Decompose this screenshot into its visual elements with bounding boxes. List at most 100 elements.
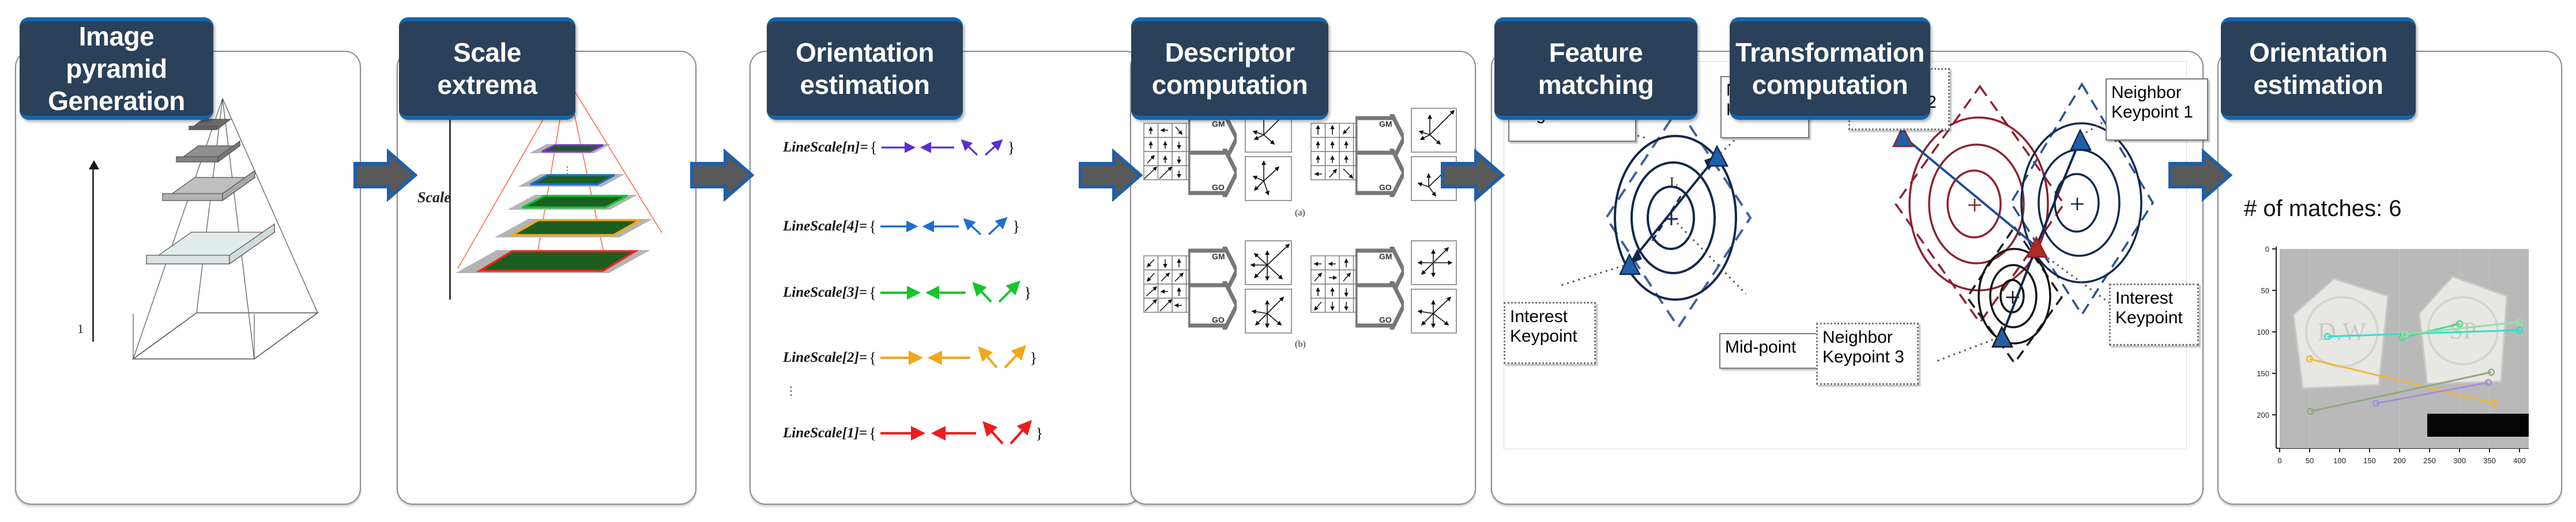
svg-text:200: 200 [2393,456,2406,465]
linescale-row-n: LineScale[n]= { } [783,136,1017,159]
flow-arrow-1 [353,149,417,202]
svg-text:L: L [1670,175,1678,190]
callout-line1: Interest [2115,289,2174,308]
linescale-label: LineScale[n]= [783,139,868,155]
match-count-label: # of matches: 6 [2244,196,2402,221]
stage-title-line1: Feature matching [1538,37,1654,100]
svg-text:GO: GO [1212,183,1225,192]
svg-text:GM: GM [1212,252,1225,261]
svg-text:⋮: ⋮ [563,165,573,176]
panel4-content: GM GO [1130,51,1476,505]
stage-title-line1: Scale extrema [437,37,537,100]
stage-header-orientation-estimation-1[interactable]: Orientation estimation [767,17,963,120]
scale-axis-label: Scale [417,189,451,206]
stage-header-feature-matching[interactable]: Feature matching [1494,17,1697,120]
svg-text:150: 150 [2363,456,2376,465]
callout-line2: Keypoint 1 [2111,102,2193,122]
stage-title-line2: computation [1151,70,1308,100]
linescale-glyphs-4 [880,217,1008,236]
stage-title-line1: Descriptor [1165,37,1295,67]
linescale-open-brace: { [869,217,877,235]
panel3-content: LineScale[n]= { } LineScale[4]= { [750,51,1142,505]
svg-text:200: 200 [2257,411,2269,419]
callout-mid-point: Mid-point [1719,333,1821,369]
callout-line1: Neighbor [2111,83,2182,102]
svg-text:400: 400 [2513,456,2526,465]
scale-axis [449,86,451,300]
linescale-label: LineScale[3]= [783,285,868,300]
svg-text:0: 0 [2277,456,2281,465]
callout-neighbor-keypoint-1: Neighbor Keypoint 1 [2106,78,2208,141]
flow-arrow-5 [2168,149,2232,202]
linescale-label: LineScale[2]= [783,350,868,365]
descriptor-illustration: GM GO [1143,108,1457,349]
svg-text:100: 100 [2257,328,2269,336]
linescale-glyphs-3 [880,281,1020,303]
stage-title-line2: computation [1752,70,1908,100]
stage-header-descriptor-computation[interactable]: Descriptor computation [1131,17,1328,120]
stage-title-line1: Transformation [1735,37,1925,67]
linescale-label: LineScale[1]= [783,425,868,441]
svg-text:250: 250 [2423,456,2436,465]
feature-matching-illustration: L [1560,106,1752,330]
svg-text:300: 300 [2453,456,2466,465]
svg-text:GO: GO [1212,315,1225,324]
callout-line2: Keypoint 3 [1822,347,1904,366]
pyramid-illustration [131,98,319,360]
callout-interest-keypoint: Interest Keypoint [1504,302,1596,364]
callout-neighbor-keypoint-3: Neighbor Keypoint 3 [1816,323,1919,385]
panel1-content: 1 [15,51,361,505]
panel-body-orientation-estimation-1 [750,51,1142,505]
stage-header-image-pyramid-generation[interactable]: Image pyramid Generation [20,17,213,120]
matches-plot: 0 50 100 150 200 0 50 100 150 200 250 300 350… [2257,245,2529,465]
panel2-content: Scale ⋮ [397,51,696,505]
callout-line2: Keypoint [2115,308,2183,327]
callout-interest-keypoint: Interest Keypoint [2109,283,2199,346]
stage-header-orientation-estimation-2[interactable]: Orientation estimation [2221,17,2416,120]
stage-header-transformation-computation[interactable]: Transformation computation [1730,17,1930,120]
subfig-label-b: (b) [1295,339,1306,349]
linescale-glyphs-n [881,139,1003,156]
svg-text:D.W: D.W [2318,317,2367,346]
svg-text:0: 0 [2265,245,2269,254]
linescale-open-brace: { [869,283,877,301]
svg-text:150: 150 [2257,369,2269,378]
linescale-ellipsis: ⋮ [785,385,797,398]
svg-text:GM: GM [1212,119,1225,128]
linescale-open-brace: { [869,424,877,442]
stage-header-scale-extrema[interactable]: Scale extrema [399,17,575,120]
subfig-label-a: (a) [1295,208,1305,218]
stage-title-line1: Orientation [2249,37,2387,67]
linescale-close-brace: } [1007,138,1015,156]
linescale-label: LineScale[4]= [783,218,868,234]
svg-text:GM: GM [1379,252,1392,261]
svg-text:50: 50 [2306,456,2314,465]
panel-body-image-pyramid-generation [15,51,361,505]
linescale-close-brace: } [1035,424,1044,442]
pyramid-scale-axis-arrowhead [89,160,99,169]
stage-title-line1: Image pyramid [66,21,167,84]
svg-text:350: 350 [2483,456,2496,465]
callout-line1: Mid-point [1725,338,1797,357]
linescale-glyphs-1 [880,419,1032,445]
stage-title-line2: estimation [2253,70,2383,100]
scale-extrema-illustration: ⋮ [455,77,662,273]
flow-arrow-3 [1078,149,1143,202]
flow-arrow-4 [1440,149,1505,202]
pyramid-scale-axis [92,169,94,342]
svg-text:GO: GO [1379,183,1392,192]
linescale-open-brace: { [869,349,877,366]
linescale-row-2: LineScale[2]= { } [783,345,1039,371]
panel-body-scale-extrema [397,51,696,505]
svg-text:100: 100 [2333,456,2346,465]
panel7-content: # of matches: 6 0 50 100 150 200 [2217,51,2562,505]
stage-title-line2: Generation [48,86,185,116]
pyramid-axis-label: 1 [77,321,84,336]
flow-arrow-2 [690,149,754,202]
stage-title-line2: estimation [800,70,930,100]
callout-line2: Keypoint [1510,326,1577,346]
linescale-close-brace: } [1012,217,1020,235]
callout-line1: Neighbor [1822,328,1893,347]
svg-text:50: 50 [2261,286,2269,295]
